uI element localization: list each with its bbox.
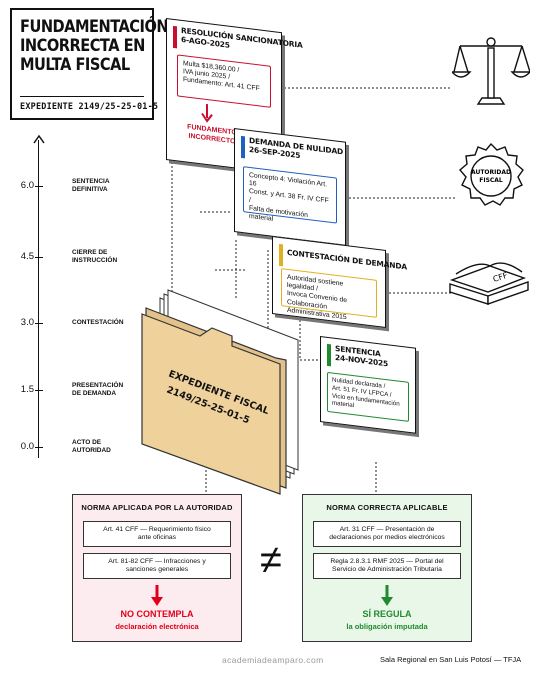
footer-court: Sala Regional en San Luis Potosí — TFJA	[380, 655, 522, 664]
tick-mark-6	[35, 186, 43, 187]
tick-mark-1-5	[35, 390, 43, 391]
card-sentencia-color-bar	[327, 343, 331, 367]
norma-autoridad-conclusion-sub: declaración electrónica	[115, 622, 199, 631]
title-divider	[20, 96, 144, 97]
autoridad-fiscal-seal-icon: AUTORIDAD FISCAL	[459, 142, 524, 206]
tick-mark-0	[35, 447, 43, 448]
card-resolucion-body: Multa $18,360.00 / IVA junio 2025 / Fund…	[177, 54, 271, 108]
card-sentencia: SENTENCIA 24-NOV-2025 Nulidad declarada …	[320, 336, 416, 434]
card-resolucion-note: FUNDAMENTO INCORRECTO	[187, 123, 237, 146]
scales-of-justice-icon	[452, 37, 530, 105]
card-demanda-body: Concepto 4: Violación Art. 16 Const. y A…	[243, 166, 337, 224]
card-contestacion-body: Autoridad sostiene legalidad / Invoca Co…	[281, 268, 377, 321]
card-demanda-nulidad: DEMANDA DE NULIDAD 26-SEP-2025 Concepto …	[234, 128, 346, 246]
title-expediente: EXPEDIENTE 2149/25-25-01-5	[20, 102, 159, 112]
norma-autoridad-heading: NORMA APLICADA POR LA AUTORIDAD	[81, 503, 233, 512]
tick-mark-3	[35, 323, 43, 324]
card-contestacion-color-bar	[279, 243, 283, 267]
norma-correcta-heading: NORMA CORRECTA APLICABLE	[326, 503, 448, 512]
cff-book-icon: CFF	[449, 262, 529, 305]
timeline-arrow-icon	[33, 134, 45, 144]
tick-value-1-5: 1.5	[20, 384, 34, 395]
card-demanda-color-bar	[241, 135, 245, 159]
card-sentencia-body: Nulidad declarada / Art. 51 Fr. IV LFPCA…	[327, 371, 409, 422]
norma-correcta-box: NORMA CORRECTA APLICABLE Art. 31 CFF — P…	[302, 494, 472, 642]
arrow-down-red-icon	[201, 103, 213, 123]
norma-correcta-conclusion: SÍ REGULA	[362, 609, 412, 619]
tick-label-3: CONTESTACIÓN	[72, 319, 124, 326]
tick-mark-4-5	[35, 257, 43, 258]
norma-autoridad-conclusion: NO CONTEMPLA	[120, 609, 194, 619]
title-line-3: MULTA FISCAL	[20, 55, 130, 75]
arrow-down-red-icon	[151, 585, 163, 606]
card-resolucion-sancionatoria: RESOLUCIÓN SANCIONATORIA 6-AGO-2025 Mult…	[166, 18, 303, 175]
tick-value-3: 3.0	[20, 317, 34, 328]
expediente-folder: EXPEDIENTE FISCAL 2149/25-25-01-5	[141, 289, 299, 495]
title-box: FUNDAMENTACIÓN INCORRECTA EN MULTA FISCA…	[10, 8, 169, 120]
tick-value-0: 0.0	[20, 441, 34, 452]
book-text: CFF	[492, 271, 509, 284]
norma-correcta-conclusion-sub: la obligación imputada	[346, 622, 428, 631]
seal-text-2: FISCAL	[479, 177, 503, 184]
arrow-down-green-icon	[381, 585, 393, 606]
norma-autoridad-box: NORMA APLICADA POR LA AUTORIDAD Art. 41 …	[72, 494, 242, 642]
card-resolucion-color-bar	[173, 25, 177, 49]
not-equal-symbol: ≠	[260, 538, 282, 582]
footer-site: academiadeamparo.com	[222, 655, 324, 665]
tick-value-4-5: 4.5	[20, 251, 34, 262]
timeline-axis	[38, 140, 39, 458]
tick-value-6: 6.0	[20, 180, 34, 191]
card-contestacion-demanda: CONTESTACIÓN DE DEMANDA Autoridad sostie…	[272, 236, 407, 328]
seal-text-1: AUTORIDAD	[471, 169, 511, 176]
title-line-2: INCORRECTA EN	[20, 36, 145, 56]
